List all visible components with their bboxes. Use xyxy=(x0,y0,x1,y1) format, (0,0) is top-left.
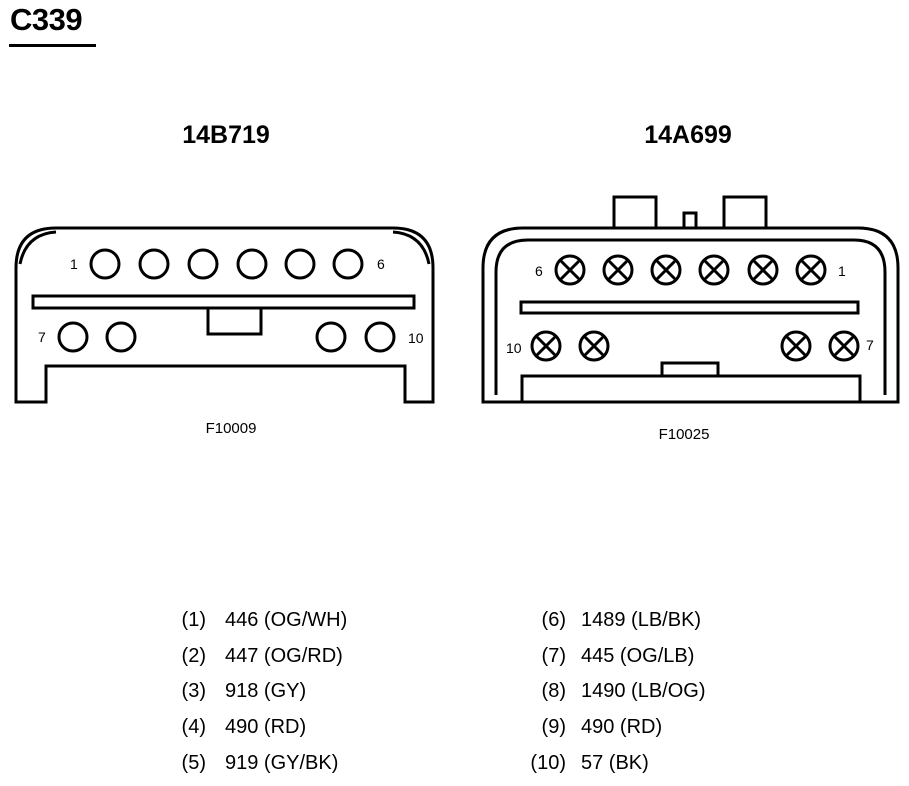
wire-description: 57 (BK) xyxy=(581,752,649,774)
wire-description: 490 (RD) xyxy=(225,716,307,738)
pin-label-7: 7 xyxy=(866,337,874,353)
pin-number: (8) xyxy=(541,680,566,702)
pin-label-1: 1 xyxy=(70,256,78,272)
pin-hole xyxy=(138,248,170,280)
pin-socket xyxy=(602,254,634,286)
pin-hole xyxy=(105,321,137,353)
pin-socket xyxy=(828,330,860,362)
pin-hole xyxy=(284,248,316,280)
wire-description: 1490 (LB/OG) xyxy=(581,680,706,702)
pin-label-6: 6 xyxy=(535,263,543,279)
pin-number: (2) xyxy=(181,645,206,667)
pin-number: (1) xyxy=(181,609,206,631)
pin-number: (3) xyxy=(181,680,206,702)
pin-number: (4) xyxy=(181,716,206,738)
connector-title: C339 xyxy=(10,2,83,37)
pin-socket xyxy=(650,254,682,286)
figure-id-right: F10025 xyxy=(658,426,710,443)
pin-socket xyxy=(795,254,827,286)
pin-number: (6) xyxy=(541,609,566,631)
pin-hole xyxy=(89,248,121,280)
pin-hole xyxy=(187,248,219,280)
pin-number: (5) xyxy=(181,752,206,774)
pin-label-7: 7 xyxy=(38,329,46,345)
wire-description: 447 (OG/RD) xyxy=(225,645,343,667)
wire-description: 919 (GY/BK) xyxy=(225,752,339,774)
pin-socket xyxy=(747,254,779,286)
connector-face-14B719 xyxy=(14,226,435,404)
pin-label-6: 6 xyxy=(377,256,385,272)
pin-holes-14B719 xyxy=(57,248,396,353)
wire-description: 1489 (LB/BK) xyxy=(581,609,702,631)
pin-socket xyxy=(578,330,610,362)
pin-hole xyxy=(236,248,268,280)
wire-description: 446 (OG/WH) xyxy=(225,609,348,631)
pin-holes-14A699 xyxy=(530,254,860,362)
figure-id-left: F10009 xyxy=(205,420,257,437)
pin-number: (7) xyxy=(541,645,566,667)
pin-hole xyxy=(315,321,347,353)
pin-hole xyxy=(332,248,364,280)
connector-name-right: 14A699 xyxy=(644,121,732,149)
pin-socket xyxy=(698,254,730,286)
pin-label-10: 10 xyxy=(506,340,522,356)
pin-number: (10) xyxy=(530,752,566,774)
pin-socket xyxy=(780,330,812,362)
wire-description: 445 (OG/LB) xyxy=(581,645,695,667)
connector-face-14A699 xyxy=(481,195,900,404)
pin-number: (9) xyxy=(541,716,566,738)
pin-socket xyxy=(530,330,562,362)
pin-socket xyxy=(554,254,586,286)
pin-label-1: 1 xyxy=(838,263,846,279)
pin-label-10: 10 xyxy=(408,330,424,346)
pin-hole xyxy=(57,321,89,353)
wire-description: 918 (GY) xyxy=(225,680,307,702)
title-underline xyxy=(9,44,96,47)
pin-hole xyxy=(364,321,396,353)
connector-name-left: 14B719 xyxy=(182,121,270,149)
wire-description: 490 (RD) xyxy=(581,716,663,738)
